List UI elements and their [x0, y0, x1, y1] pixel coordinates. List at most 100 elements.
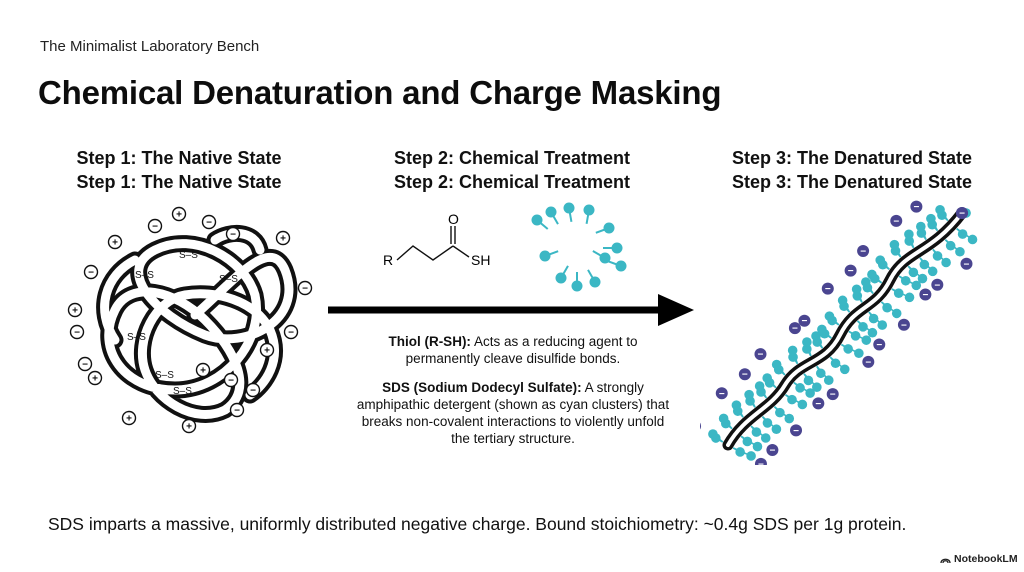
- sds-molecule: [750, 425, 771, 443]
- negative-charge-icon: −: [754, 457, 767, 465]
- thiol-term: Thiol (R-SH):: [388, 334, 471, 349]
- svg-text:−: −: [825, 284, 831, 295]
- svg-text:−: −: [848, 266, 854, 277]
- negative-charge-icon: −: [812, 397, 825, 410]
- svg-text:−: −: [234, 406, 240, 417]
- step-3-line-1: Step 3: The Denatured State: [731, 148, 973, 168]
- negative-charge-icon: −: [790, 424, 803, 437]
- thiol-text: Acts as a reducing agent to permanently …: [405, 334, 638, 366]
- svg-text:−: −: [964, 259, 970, 270]
- treatment-description: Thiol (R-SH): Acts as a reducing agent t…: [352, 333, 674, 459]
- svg-text:+: +: [92, 374, 98, 385]
- svg-text:+: +: [72, 306, 78, 317]
- native-protein-illustration: S–S S–S S–S S–S S–S S–S +−−−++−−++−−−−+−…: [67, 206, 313, 434]
- sds-molecule: [531, 214, 549, 230]
- negative-charge-icon: −: [69, 324, 85, 340]
- svg-text:+: +: [112, 238, 118, 249]
- sds-molecule: [744, 389, 756, 408]
- sds-molecule: [926, 213, 939, 232]
- negative-charge-icon: −: [919, 288, 932, 301]
- svg-text:−: −: [802, 316, 808, 327]
- svg-text:−: −: [742, 370, 748, 381]
- positive-charge-icon: +: [195, 362, 211, 378]
- sds-molecule: [829, 356, 850, 375]
- svg-text:−: −: [288, 328, 294, 339]
- svg-text:−: −: [793, 426, 799, 437]
- sds-molecule: [919, 257, 938, 277]
- step-1-line-1: Step 1: The Native State: [76, 148, 282, 168]
- sds-molecule: [932, 248, 951, 268]
- negative-charge-icon: −: [223, 372, 239, 388]
- svg-text:−: −: [206, 218, 212, 229]
- denatured-protein-illustration: −−−−−−−−−−−−−−−−−−−−−−−−: [700, 200, 978, 465]
- sds-molecule: [731, 400, 744, 418]
- positive-charge-icon: +: [87, 370, 103, 386]
- negative-charge-icon: −: [844, 264, 857, 277]
- svg-text:−: −: [82, 360, 88, 371]
- sh-label: SH: [471, 252, 490, 268]
- sds-molecule: [867, 269, 883, 284]
- svg-text:−: −: [230, 230, 236, 241]
- svg-text:−: −: [922, 290, 928, 301]
- disulfide-bonds: S–S S–S S–S S–S S–S S–S: [127, 250, 238, 397]
- thiol-molecule: R O SH: [383, 211, 490, 268]
- process-arrow-icon: [328, 294, 694, 326]
- svg-text:−: −: [758, 459, 764, 465]
- oxygen-label: O: [448, 211, 459, 227]
- negative-charge-icon: −: [960, 257, 973, 270]
- footer-note: SDS imparts a massive, uniformly distrib…: [48, 514, 907, 534]
- positive-charge-icon: +: [181, 418, 197, 434]
- sds-molecule: [571, 272, 583, 292]
- sds-molecule: [773, 406, 795, 424]
- sds-molecule: [891, 288, 915, 303]
- sds-molecule: [762, 373, 777, 389]
- sds-molecule: [787, 345, 799, 365]
- svg-text:+: +: [126, 414, 132, 425]
- positive-charge-icon: +: [107, 234, 123, 250]
- svg-text:−: −: [901, 320, 907, 331]
- svg-text:−: −: [860, 246, 866, 257]
- sds-molecule: [802, 337, 812, 357]
- negative-charge-icon: −: [245, 382, 261, 398]
- negative-charge-icon: −: [229, 402, 245, 418]
- step-2-line-2: Step 2: Chemical Treatment: [393, 172, 631, 192]
- sds-description: SDS (Sodium Dodecyl Sulfate): A strongly…: [352, 379, 674, 447]
- sds-molecule: [837, 295, 851, 313]
- sds-molecule: [718, 413, 733, 430]
- negative-charge-icon: −: [83, 264, 99, 280]
- svg-text:−: −: [719, 389, 725, 400]
- surface-charges: +−−−++−−++−−−−+−++−+: [67, 206, 313, 434]
- negative-charge-icon: −: [738, 368, 751, 381]
- sds-molecule: [754, 381, 768, 399]
- svg-text:−: −: [152, 222, 158, 233]
- svg-text:−: −: [815, 399, 821, 410]
- sds-text: A strongly amphipathic detergent (shown …: [356, 380, 670, 446]
- disulfide-bond: S–S: [135, 270, 154, 281]
- sds-molecule: [607, 260, 627, 272]
- sds-molecule: [857, 320, 878, 338]
- positive-charge-icon: +: [121, 410, 137, 426]
- svg-text:−: −: [959, 209, 965, 220]
- svg-text:+: +: [200, 366, 206, 377]
- svg-text:+: +: [186, 422, 192, 433]
- svg-text:−: −: [74, 328, 80, 339]
- negative-charge-icon: −: [890, 214, 903, 227]
- negative-charge-icon: −: [857, 244, 870, 257]
- svg-text:−: −: [758, 350, 764, 361]
- svg-text:−: −: [876, 340, 882, 351]
- sds-molecule: [851, 284, 863, 303]
- negative-charge-icon: −: [700, 422, 702, 430]
- step-2-line-1: Step 2: Chemical Treatment: [393, 148, 631, 168]
- subtitle: The Minimalist Laboratory Bench: [40, 38, 260, 55]
- negative-charge-icon: −: [147, 218, 163, 234]
- sds-molecule: [817, 324, 832, 339]
- sds-molecule: [907, 265, 928, 284]
- negative-charge-icon: −: [283, 324, 299, 340]
- negative-charge-icon: −: [862, 355, 875, 368]
- svg-text:−: −: [934, 280, 940, 291]
- page-title: Chemical Denaturation and Charge Masking: [38, 74, 722, 111]
- svg-text:−: −: [250, 386, 256, 397]
- step-2-heading: Step 2: Chemical Treatment Step 2: Chemi…: [352, 146, 672, 194]
- sds-molecule: [587, 269, 601, 288]
- sds-micelle-cluster: [531, 202, 627, 292]
